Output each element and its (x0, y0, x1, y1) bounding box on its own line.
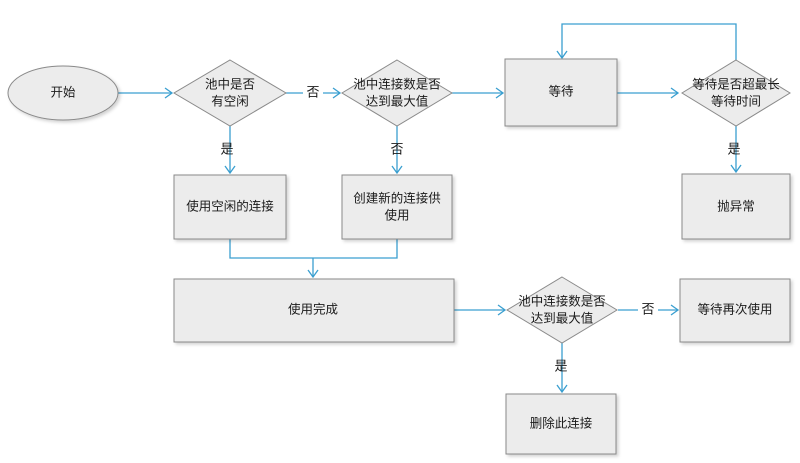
wait-reuse-node: 等待再次使用 (679, 278, 791, 343)
delete-conn-node: 删除此连接 (505, 393, 617, 455)
arrowhead (495, 87, 505, 99)
wait-node: 等待 (504, 58, 618, 127)
start-node: 开始 (7, 65, 119, 121)
use-done-node-label: 使用完成 (288, 302, 338, 317)
decision-has-idle-line-2: 有空闲 (211, 94, 249, 109)
arrowhead (391, 165, 403, 175)
decision-max-reached-1-line-2: 达到最大值 (366, 94, 429, 109)
decision-max-reached-2: 池中连接数是否 达到最大值 (506, 276, 618, 344)
decision-has-idle: 池中是否 有空闲 (173, 59, 287, 127)
arrowhead (332, 87, 342, 99)
edges (118, 23, 737, 392)
arrowheads (164, 50, 742, 394)
edge-label-no-2: 否 (390, 143, 403, 158)
arrowhead (670, 304, 680, 316)
decision-max-reached-1: 池中连接数是否 达到最大值 (341, 59, 453, 127)
throw-node: 抛异常 (681, 173, 791, 240)
wait-node-label: 等待 (548, 84, 574, 99)
edge-label-no-3: 否 (641, 303, 654, 318)
throw-node-label: 抛异常 (717, 199, 755, 214)
decision-max-reached-1-line-1: 池中连接数是否 (353, 77, 441, 92)
arrowhead (497, 304, 507, 316)
edge-label-yes-timeout: 是 (727, 143, 740, 158)
arrowhead (670, 87, 680, 99)
edge-use-idle-to-use-done (229, 239, 398, 259)
use-done-node: 使用完成 (173, 278, 455, 343)
label-bg (638, 301, 658, 319)
start-node-label: 开始 (50, 85, 76, 100)
edge-label-yes-3: 是 (554, 360, 567, 375)
arrowhead (164, 87, 174, 99)
edge-wait-timeout-loop-back (561, 23, 737, 64)
arrowhead (224, 165, 236, 175)
decision-wait-timeout-line-1: 等待是否超最长 (692, 77, 780, 92)
create-new-node-line-1: 创建新的连接供 (353, 191, 441, 206)
arrowhead (556, 50, 568, 60)
use-idle-node: 使用空闲的连接 (173, 174, 287, 240)
decision-max-reached-2-line-2: 达到最大值 (531, 311, 594, 326)
decision-has-idle-line-1: 池中是否 (205, 77, 255, 92)
arrowhead (307, 269, 319, 279)
arrowhead (556, 384, 568, 394)
decision-max-reached-2-line-1: 池中连接数是否 (518, 294, 606, 309)
edge-label-yes-1: 是 (220, 143, 233, 158)
create-new-node-line-2: 使用 (384, 208, 409, 223)
use-idle-node-label: 使用空闲的连接 (186, 199, 274, 214)
label-bg (303, 84, 323, 102)
arrowhead (730, 164, 742, 174)
create-new-node: 创建新的连接供 使用 (341, 174, 453, 240)
decision-wait-timeout-line-2: 等待时间 (711, 94, 761, 109)
delete-conn-node-label: 删除此连接 (530, 416, 593, 431)
wait-reuse-node-label: 等待再次使用 (697, 302, 772, 317)
decision-wait-timeout: 等待是否超最长 等待时间 (681, 59, 791, 127)
edge-label-no-1: 否 (306, 86, 319, 101)
